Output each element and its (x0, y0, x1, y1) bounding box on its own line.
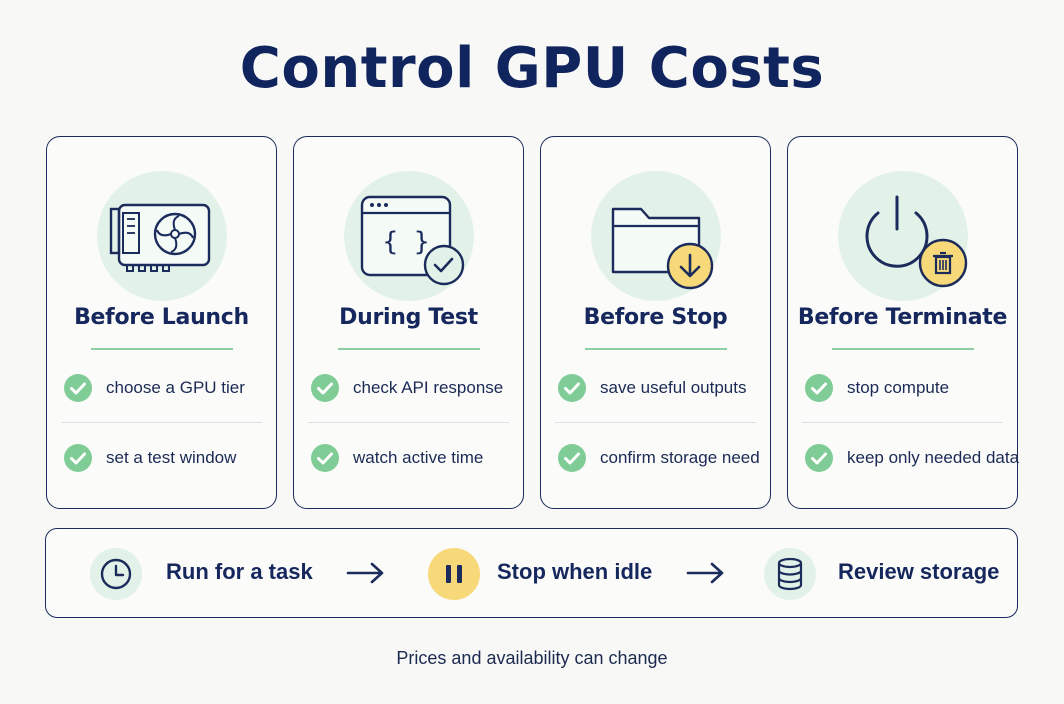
card-title: Before Terminate (797, 305, 1008, 330)
checklist-item-text: stop compute (847, 378, 950, 397)
check-icon (311, 374, 339, 402)
checklist-item-text: confirm storage need (600, 448, 760, 467)
check-icon (805, 444, 833, 472)
card-during-test: { } During Test check API response watch… (293, 136, 524, 509)
checklist-item-text: keep only needed data (847, 448, 1020, 467)
checklist-item: keep only needed data (802, 440, 1019, 476)
card-divider (337, 348, 480, 350)
checklist-item-text: choose a GPU tier (106, 378, 245, 397)
checklist-item: confirm storage need (555, 440, 760, 476)
card-title: During Test (339, 305, 478, 330)
pause-icon (428, 548, 480, 600)
flow-step-label: Stop when idle (497, 559, 653, 584)
arrow-right-icon (686, 562, 724, 584)
check-icon (311, 444, 339, 472)
check-icon (558, 374, 586, 402)
check-icon (805, 374, 833, 402)
power-trash-icon (837, 171, 968, 301)
card-title: Before Launch (74, 305, 249, 330)
check-icon (64, 374, 92, 402)
checklist-item-text: set a test window (106, 448, 237, 467)
svg-text:{ }: { } (382, 227, 429, 257)
card-divider (90, 348, 233, 350)
checklist-item-text: check API response (353, 378, 504, 397)
card-before-launch: Before Launch choose a GPU tier set a te… (46, 136, 277, 509)
checklist-item: stop compute (802, 370, 1003, 406)
divider (555, 422, 756, 423)
checklist-item: save useful outputs (555, 370, 756, 406)
footnote: Prices and availability can change (396, 648, 668, 668)
flow-step-label: Run for a task (166, 559, 313, 584)
card-divider (831, 348, 974, 350)
card-before-stop: Before Stop save useful outputs confirm … (540, 136, 771, 509)
gpu-card-icon (96, 171, 227, 301)
arrow-right-icon (346, 562, 384, 584)
database-icon (764, 548, 816, 600)
card-divider (584, 348, 727, 350)
divider (61, 422, 262, 423)
divider (802, 422, 1003, 423)
checklist-item-text: watch active time (353, 448, 484, 467)
card-before-terminate: Before Terminate stop compute keep only … (787, 136, 1019, 509)
checklist-item: check API response (308, 370, 509, 406)
check-icon (558, 444, 586, 472)
checklist-item: choose a GPU tier (61, 370, 262, 406)
checklist-item: watch active time (308, 440, 509, 476)
checklist-item-text: save useful outputs (600, 378, 747, 397)
check-icon (64, 444, 92, 472)
code-window-check-icon: { } (343, 171, 474, 301)
page-title: Control GPU Costs (239, 36, 825, 101)
folder-download-icon (590, 171, 721, 301)
flow-step-label: Review storage (838, 559, 1000, 584)
checklist-item: set a test window (61, 440, 262, 476)
divider (308, 422, 509, 423)
card-title: Before Stop (583, 305, 728, 330)
workflow-bar: Run for a task Stop when idle Review sto… (45, 528, 1018, 618)
clock-icon (90, 548, 142, 600)
